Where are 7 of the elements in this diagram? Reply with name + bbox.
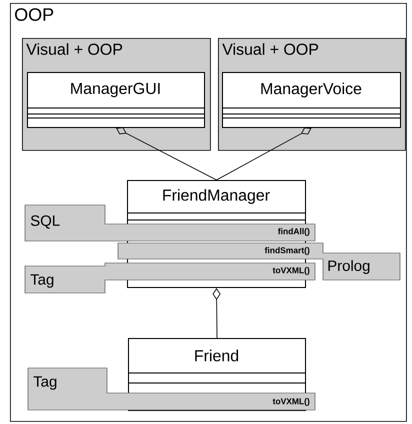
aggregation-line (116, 127, 217, 180)
aspect-tab: Tag toVXML() (24, 262, 316, 294)
aspect-tab: Tag toVXML() (28, 368, 316, 410)
class-box: ManagerVoice (222, 72, 401, 128)
class-box: ManagerGUI (26, 72, 205, 128)
aggregation-line (216, 127, 312, 180)
aspect-tab: SQL findAll() (24, 204, 316, 242)
